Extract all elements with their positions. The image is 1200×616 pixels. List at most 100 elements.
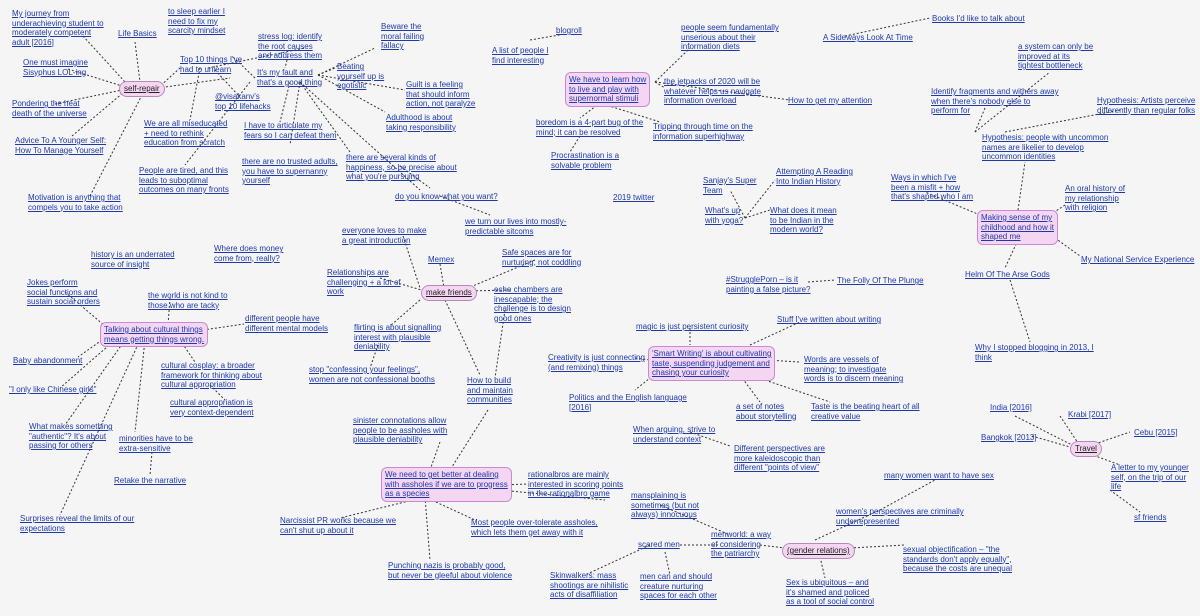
node-sex-ubiquitous[interactable]: Sex is ubiquitous – and it's shamed and …	[786, 578, 875, 606]
node-bangkok[interactable]: Bangkok [2013]	[981, 433, 1037, 442]
node-menworld[interactable]: menworld: a way of considering the patri…	[711, 530, 772, 558]
node-history-underrated[interactable]: history is an underrated source of insig…	[91, 250, 175, 269]
node-cebu[interactable]: Cebu [2015]	[1134, 428, 1178, 437]
node-sanjay[interactable]: Sanjay's Super Team	[703, 176, 757, 195]
node-jetpacks[interactable]: the jetpacks of 2020 will be whatever he…	[664, 77, 761, 105]
node-childhood[interactable]: Making sense of my childhood and how it …	[977, 210, 1058, 245]
node-authentic[interactable]: What makes something "authentic"? It's a…	[29, 422, 113, 450]
node-advice[interactable]: Advice To A Younger Self: How To Manage …	[15, 136, 107, 155]
node-tired[interactable]: People are tired, and this leads to subo…	[139, 166, 229, 194]
node-money[interactable]: Where does money come from, really?	[214, 244, 284, 263]
node-do-you-know[interactable]: do you know what you want?	[395, 192, 498, 201]
node-struggle-porn[interactable]: #StrugglePorn – is it painting a false p…	[726, 275, 811, 294]
node-beating[interactable]: Beating yourself up is egotistic	[337, 62, 385, 90]
node-krabi[interactable]: Krabi [2017]	[1068, 410, 1112, 419]
node-punching[interactable]: Punching nazis is probably good, but nev…	[388, 561, 513, 580]
node-intro[interactable]: everyone loves to make a great introduct…	[342, 226, 427, 245]
node-attention[interactable]: How to get my attention	[788, 96, 873, 105]
node-helm[interactable]: Helm Of The Arse Gods	[965, 270, 1050, 279]
node-gender[interactable]: (gender relations)	[782, 543, 855, 559]
node-tripping[interactable]: Tripping through time on the information…	[653, 122, 753, 141]
node-stopped-blogging[interactable]: Why I stopped blogging in 2013, I think	[975, 343, 1094, 362]
node-chinese-girls[interactable]: "I only like Chinese girls"	[9, 385, 97, 394]
node-top10[interactable]: Top 10 things I've had to unlearn	[180, 55, 243, 74]
node-smart-writing[interactable]: 'Smart Writing' is about cultivating tas…	[648, 346, 776, 381]
node-visakan[interactable]: @visakanv's top 10 lifehacks	[215, 92, 271, 111]
node-skinwalkers[interactable]: Skinwalkers: mass shootings are nihilist…	[550, 571, 629, 599]
node-sinister[interactable]: sinister connotations allow people to be…	[353, 416, 448, 444]
node-artists[interactable]: Hypothesis: Artists perceive differently…	[1097, 96, 1196, 115]
node-not-kind[interactable]: the world is not kind to those who are t…	[148, 291, 228, 310]
node-creativity[interactable]: Creativity is just connecting (and remix…	[548, 353, 645, 372]
node-words-vessels[interactable]: Words are vessels of meaning; to investi…	[804, 355, 904, 383]
node-objectification[interactable]: sexual objectification – "the standards …	[903, 545, 1012, 573]
node-india[interactable]: India [2016]	[990, 403, 1032, 412]
node-blogroll[interactable]: blogroll	[556, 26, 582, 35]
node-supernormal[interactable]: We have to learn how to live and play wi…	[565, 72, 651, 107]
node-mansplaining[interactable]: mansplaining is sometimes (but not alway…	[631, 491, 700, 519]
node-magic[interactable]: magic is just persistent curiosity	[636, 322, 749, 331]
node-national-service[interactable]: My National Service Experience	[1081, 255, 1195, 264]
node-younger-self[interactable]: A letter to my younger self, on the trip…	[1111, 463, 1189, 491]
node-scared-men[interactable]: scared men	[638, 540, 680, 549]
node-jokes[interactable]: Jokes perform social functions and susta…	[27, 278, 100, 306]
node-uncommon[interactable]: Hypothesis: people with uncommon names a…	[982, 133, 1109, 161]
node-make-friends[interactable]: make friends	[421, 285, 477, 301]
node-boredom[interactable]: boredom is a 4-part bug of the mind; it …	[536, 118, 644, 137]
node-articulate[interactable]: I have to articulate my fears so I can d…	[244, 121, 337, 140]
node-sitcoms[interactable]: we turn our lives into mostly- predictab…	[465, 217, 567, 236]
node-fundamentally[interactable]: people seem fundamentally unserious abou…	[681, 23, 779, 51]
node-sex-many[interactable]: many women want to have sex	[884, 471, 994, 480]
node-notes[interactable]: a set of notes about storytelling	[736, 402, 797, 421]
node-arguing[interactable]: When arguing, strive to understand conte…	[633, 425, 716, 444]
node-sf-friends[interactable]: sf friends	[1134, 513, 1167, 522]
node-miseducated[interactable]: We are all miseducated + need to rethink…	[144, 119, 228, 147]
node-overtolerate[interactable]: Most people over-tolerate assholes, whic…	[471, 518, 598, 537]
node-different-people[interactable]: different people have different mental m…	[245, 314, 329, 333]
node-yoga[interactable]: What's up with yoga?	[705, 206, 744, 225]
node-assholes[interactable]: We need to get better at dealing with as…	[381, 467, 512, 502]
node-perspectives[interactable]: Different perspectives are more kaleidos…	[734, 444, 826, 472]
node-narcissist[interactable]: Narcissist PR works because we can't shu…	[280, 516, 397, 535]
node-stress-log[interactable]: stress log: identify the root causes and…	[258, 32, 323, 60]
node-appropriation[interactable]: cultural appropriation is very context-d…	[170, 398, 254, 417]
node-baby[interactable]: Baby abandonment	[13, 356, 83, 365]
node-system[interactable]: a system can only be improved at its tig…	[1018, 42, 1094, 70]
node-travel[interactable]: Travel	[1070, 441, 1102, 457]
node-stuff-writing[interactable]: Stuff I've written about writing	[777, 315, 882, 324]
node-pondering[interactable]: Pondering the heat death of the universe	[12, 99, 87, 118]
node-one-must[interactable]: One must imagine Sisyphus LOL-ing	[23, 58, 88, 77]
node-attempting[interactable]: Attempting A Reading Into Indian History	[776, 167, 853, 186]
node-sideways[interactable]: A Sideways Look At Time	[823, 33, 913, 42]
node-twitter2019[interactable]: 2019 twitter	[613, 193, 655, 202]
node-adulthood[interactable]: Adulthood is about taking responsibility	[386, 113, 456, 132]
node-kinds-happiness[interactable]: there are several kinds of happiness, so…	[346, 153, 457, 181]
node-flirting[interactable]: flirting is about signalling interest wi…	[354, 323, 442, 351]
node-misfit[interactable]: Ways in which I've been a misfit + how t…	[891, 173, 974, 201]
node-relationships[interactable]: Relationships are challenging + a lot of…	[327, 268, 401, 296]
node-surprises[interactable]: Surprises reveal the limits of our expec…	[20, 514, 135, 533]
node-my-fault[interactable]: It's my fault and that's a good thing	[257, 68, 323, 87]
node-life-basics[interactable]: Life Basics	[118, 29, 157, 38]
node-memex[interactable]: Memex	[428, 255, 455, 264]
node-no-trusted[interactable]: there are no trusted adults, you have to…	[242, 157, 338, 185]
node-oral-history[interactable]: An oral history of my relationship with …	[1065, 184, 1126, 212]
node-retake[interactable]: Retake the narrative	[114, 476, 187, 485]
node-identify-frag[interactable]: Identify fragments and withers away when…	[931, 87, 1059, 115]
node-guilt[interactable]: Guilt is a feeling that should inform ac…	[406, 80, 476, 108]
node-cosplay[interactable]: cultural cosplay: a broader framework fo…	[161, 361, 262, 389]
node-cultural[interactable]: Talking about cultural things means gett…	[100, 322, 209, 347]
node-men-nurturing[interactable]: men can and should creature nurturing sp…	[640, 572, 717, 600]
node-rationalbros[interactable]: rationalbros are mainly interested in sc…	[528, 470, 624, 498]
node-motivation[interactable]: Motivation is anything that compels you …	[28, 193, 123, 212]
node-beware[interactable]: Beware the moral failing fallacy	[381, 22, 425, 50]
node-stop-confessing[interactable]: stop "confessing your feelings", women a…	[309, 365, 435, 384]
node-minorities[interactable]: minorities have to be extra-sensitive	[119, 434, 193, 453]
node-safe-spaces[interactable]: Safe spaces are for nurturing, not coddl…	[502, 248, 582, 267]
node-politics[interactable]: Politics and the English language [2016]	[569, 393, 687, 412]
node-journey[interactable]: My journey from underachieving student t…	[12, 9, 104, 47]
node-procrastination[interactable]: Procrastination is a solvable problem	[551, 151, 620, 170]
node-indian[interactable]: What does it mean to be Indian in the mo…	[770, 206, 837, 234]
node-list-people[interactable]: A list of people I find interesting	[492, 46, 549, 65]
node-womens[interactable]: women's perspectives are criminally unde…	[836, 507, 964, 526]
